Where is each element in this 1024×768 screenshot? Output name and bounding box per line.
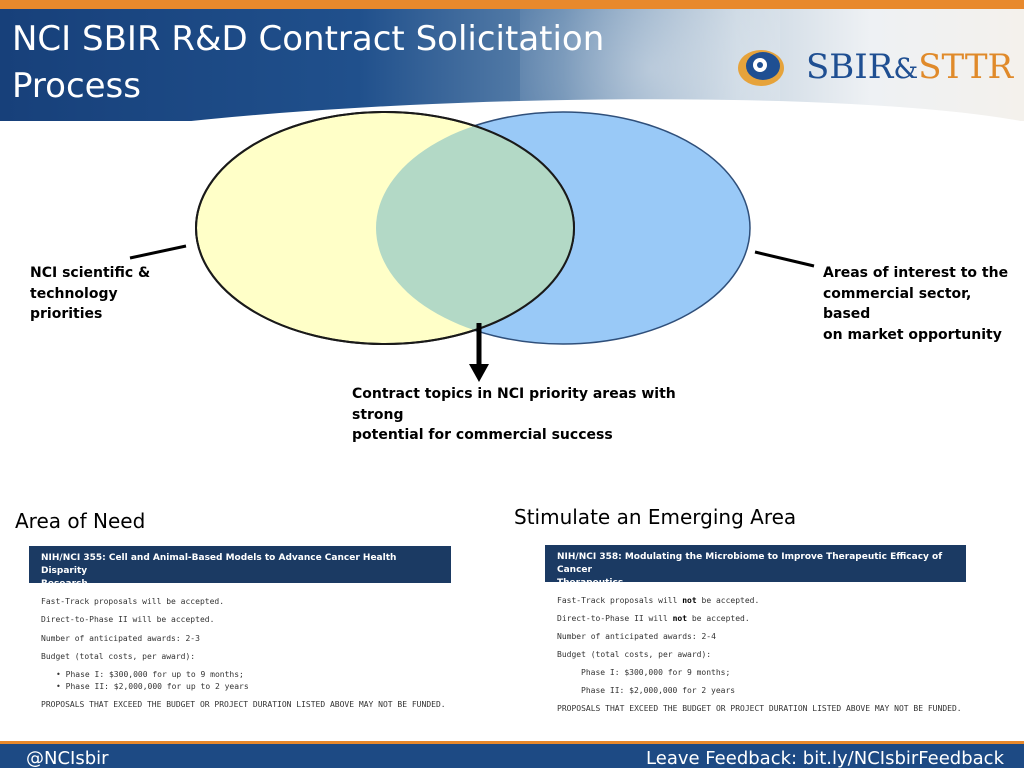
anticipated-awards-text: Number of anticipated awards: 2-4 bbox=[557, 632, 716, 641]
venn-diagram bbox=[129, 111, 815, 382]
slide-title-line-1: NCI SBIR R&D Contract Solicitation bbox=[12, 19, 605, 59]
phase2-bullet: • Phase II: $2,000,000 for up to 2 years bbox=[56, 682, 249, 691]
phase2-text: Phase II: $2,000,000 for 2 years bbox=[581, 686, 736, 695]
slide-title: NCI SBIR R&D Contract Solicitation Proce… bbox=[12, 16, 612, 110]
commercial-interest-label-line: commercial sector, based bbox=[823, 285, 972, 323]
area-of-need-heading: Area of Need bbox=[15, 509, 146, 533]
fast-track-text-end: be accepted. bbox=[696, 596, 760, 605]
anticipated-awards-text: Number of anticipated awards: 2-3 bbox=[41, 634, 200, 643]
fast-track-not-emphasis: not bbox=[682, 596, 697, 605]
phase1-text: Phase I: $300,000 for 9 months; bbox=[581, 668, 731, 677]
commercial-interest-label: Areas of interest to the commercial sect… bbox=[823, 263, 1023, 345]
topic-title-line: Research bbox=[41, 579, 88, 589]
direct-text-start: Direct-to-Phase II will bbox=[557, 614, 673, 623]
logo-ampersand: & bbox=[893, 52, 919, 85]
direct-not-emphasis: not bbox=[672, 614, 688, 623]
right-callout-line bbox=[754, 250, 815, 268]
commercial-interest-label-line: on market opportunity bbox=[823, 326, 1002, 343]
budget-label-text: Budget (total costs, per award): bbox=[557, 650, 712, 659]
slide-title-line-2: Process bbox=[12, 66, 141, 106]
fast-track-text: Fast-Track proposals will not be accepte… bbox=[557, 596, 759, 605]
topic-title-bar: NIH/NCI 355: Cell and Animal-Based Model… bbox=[29, 546, 451, 589]
budget-warning-text: PROPOSALS THAT EXCEED THE BUDGET OR PROJ… bbox=[41, 700, 446, 709]
topic-title-bar: NIH/NCI 358: Modulating the Microbiome t… bbox=[545, 545, 966, 588]
commercial-interest-label-line: Areas of interest to the bbox=[823, 265, 1009, 281]
topic-title-line: NIH/NCI 355: Cell and Animal-Based Model… bbox=[41, 553, 397, 576]
phase2-text: Phase II: $2,000,000 for up to 2 years bbox=[65, 682, 249, 691]
emerging-area-heading: Stimulate an Emerging Area bbox=[514, 505, 797, 529]
header-banner bbox=[0, 9, 1024, 121]
phase1-text: Phase I: $300,000 for up to 9 months; bbox=[65, 670, 244, 679]
down-arrow-icon bbox=[469, 364, 489, 382]
contract-topics-label: Contract topics in NCI priority areas wi… bbox=[352, 384, 712, 446]
fast-track-text: Fast-Track proposals will be accepted. bbox=[41, 597, 225, 606]
topic-title-line: Therapeutics bbox=[557, 578, 624, 588]
nci-priorities-label-line: NCI scientific & bbox=[30, 265, 151, 281]
contract-topics-label-line: potential for commercial success bbox=[352, 427, 613, 443]
logo-sttr-text: STTR bbox=[918, 47, 1014, 87]
emerging-area-topic-card: NIH/NCI 358: Modulating the Microbiome t… bbox=[545, 545, 966, 713]
direct-to-phase2-text: Direct-to-Phase II will not be accepted. bbox=[557, 614, 750, 623]
direct-text-end: be accepted. bbox=[687, 614, 750, 623]
nci-priorities-label-line: technology bbox=[30, 285, 118, 302]
venn-overlap-region bbox=[376, 112, 574, 344]
fast-track-text-start: Fast-Track proposals will bbox=[557, 596, 683, 605]
sbir-sttr-logo-icon bbox=[738, 50, 784, 86]
logo-wordmark: SBIR&STTR bbox=[806, 47, 1013, 89]
logo-sbir-text: SBIR bbox=[806, 47, 894, 87]
top-accent-stripe bbox=[0, 0, 1024, 9]
budget-label-text: Budget (total costs, per award): bbox=[41, 652, 196, 661]
contract-topics-label-line: Contract topics in NCI priority areas wi… bbox=[352, 386, 676, 423]
area-of-need-topic-card: NIH/NCI 355: Cell and Animal-Based Model… bbox=[29, 546, 451, 709]
direct-to-phase2-text: Direct-to-Phase II will be accepted. bbox=[41, 615, 215, 624]
footer-bar: @NCIsbir Leave Feedback: bit.ly/NCIsbirF… bbox=[0, 744, 1024, 768]
twitter-handle: @NCIsbir bbox=[26, 748, 109, 768]
left-callout-line bbox=[129, 244, 187, 260]
budget-warning-text: PROPOSALS THAT EXCEED THE BUDGET OR PROJ… bbox=[557, 704, 962, 713]
nci-priorities-label-line: priorities bbox=[30, 306, 103, 322]
feedback-link[interactable]: Leave Feedback: bit.ly/NCIsbirFeedback bbox=[646, 748, 1004, 768]
topic-title-line: NIH/NCI 358: Modulating the Microbiome t… bbox=[557, 552, 943, 575]
footer-accent-line bbox=[0, 741, 1024, 744]
nci-priorities-circle-outline bbox=[195, 111, 575, 345]
phase1-bullet: • Phase I: $300,000 for up to 9 months; bbox=[56, 670, 244, 679]
sbir-sttr-logo: SBIR&STTR bbox=[736, 44, 1020, 94]
nci-priorities-label: NCI scientific & technology priorities bbox=[30, 263, 170, 325]
